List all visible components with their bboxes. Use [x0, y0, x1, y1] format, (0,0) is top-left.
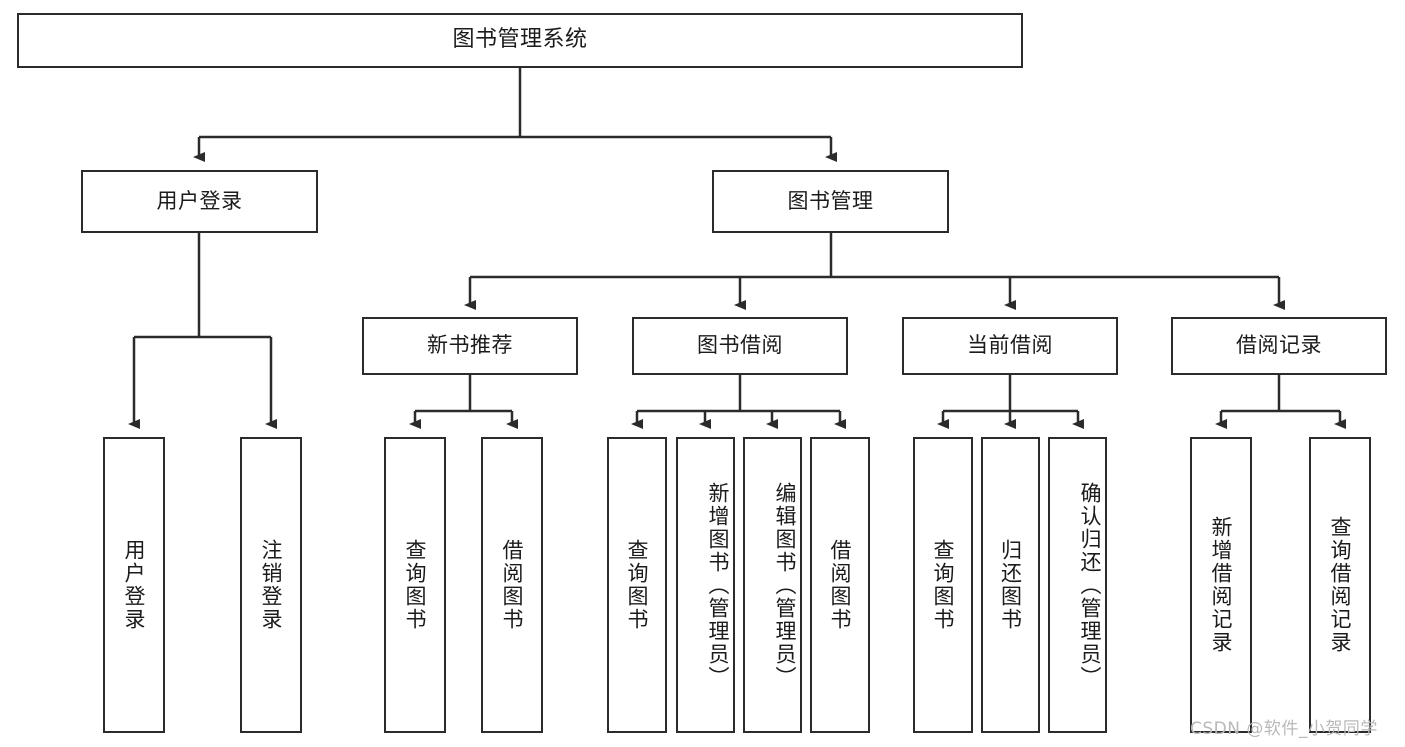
- node-new-book-recommend[interactable]: 新书推荐: [362, 317, 578, 375]
- node-label: 借阅记录: [1236, 333, 1322, 358]
- node-label: 归还图书: [998, 539, 1023, 631]
- node-label: 借阅图书: [828, 539, 852, 631]
- node-label: 确认归还（管理员）: [1078, 481, 1102, 689]
- leaf-borrow-record-query-record[interactable]: 查询借阅记录: [1309, 437, 1371, 733]
- leaf-user-login-login[interactable]: 用户登录: [103, 437, 165, 733]
- leaf-new-book-query-book[interactable]: 查询图书: [384, 437, 446, 733]
- node-label: 新增借阅记录: [1209, 516, 1233, 654]
- leaf-book-borrow-borrow-book[interactable]: 借阅图书: [810, 437, 870, 733]
- node-borrow-record[interactable]: 借阅记录: [1171, 317, 1387, 375]
- node-label: 当前借阅: [967, 333, 1053, 358]
- watermark-text: CSDN @软件_小贺同学: [1190, 719, 1378, 739]
- leaf-new-book-borrow-book[interactable]: 借阅图书: [481, 437, 543, 733]
- node-current-borrow[interactable]: 当前借阅: [902, 317, 1118, 375]
- node-label: 查询图书: [625, 539, 649, 631]
- leaf-book-borrow-edit-book-admin[interactable]: 编辑图书（管理员）: [743, 437, 802, 733]
- leaf-borrow-record-add-record[interactable]: 新增借阅记录: [1190, 437, 1252, 733]
- leaf-current-borrow-confirm-return-admin[interactable]: 确认归还（管理员）: [1048, 437, 1107, 733]
- leaf-current-borrow-return-book[interactable]: 归还图书: [981, 437, 1040, 733]
- node-label: 查询图书: [931, 539, 955, 631]
- node-label: 注销登录: [259, 539, 283, 631]
- leaf-book-borrow-query-book[interactable]: 查询图书: [607, 437, 667, 733]
- node-label: 编辑图书（管理员）: [773, 481, 797, 689]
- node-label: 借阅图书: [500, 539, 524, 631]
- node-root-book-management-system[interactable]: 图书管理系统: [17, 13, 1023, 68]
- watermark-csdn: CSDN @软件_小贺同学: [1190, 714, 1378, 739]
- leaf-current-borrow-query-book[interactable]: 查询图书: [913, 437, 973, 733]
- node-label: 查询借阅记录: [1328, 516, 1352, 654]
- node-label: 用户登录: [156, 188, 243, 213]
- node-user-login[interactable]: 用户登录: [81, 170, 318, 233]
- node-label: 新书推荐: [427, 333, 513, 358]
- leaf-book-borrow-add-book-admin[interactable]: 新增图书（管理员）: [676, 437, 735, 733]
- leaf-user-login-logout[interactable]: 注销登录: [240, 437, 302, 733]
- node-label: 图书管理: [787, 188, 874, 213]
- node-label: 用户登录: [122, 539, 146, 631]
- node-book-borrow[interactable]: 图书借阅: [632, 317, 848, 375]
- node-label: 新增图书（管理员）: [706, 481, 730, 689]
- node-label: 查询图书: [403, 539, 427, 631]
- node-label: 图书管理系统: [452, 27, 588, 53]
- node-label: 图书借阅: [697, 333, 783, 358]
- node-book-management[interactable]: 图书管理: [712, 170, 949, 233]
